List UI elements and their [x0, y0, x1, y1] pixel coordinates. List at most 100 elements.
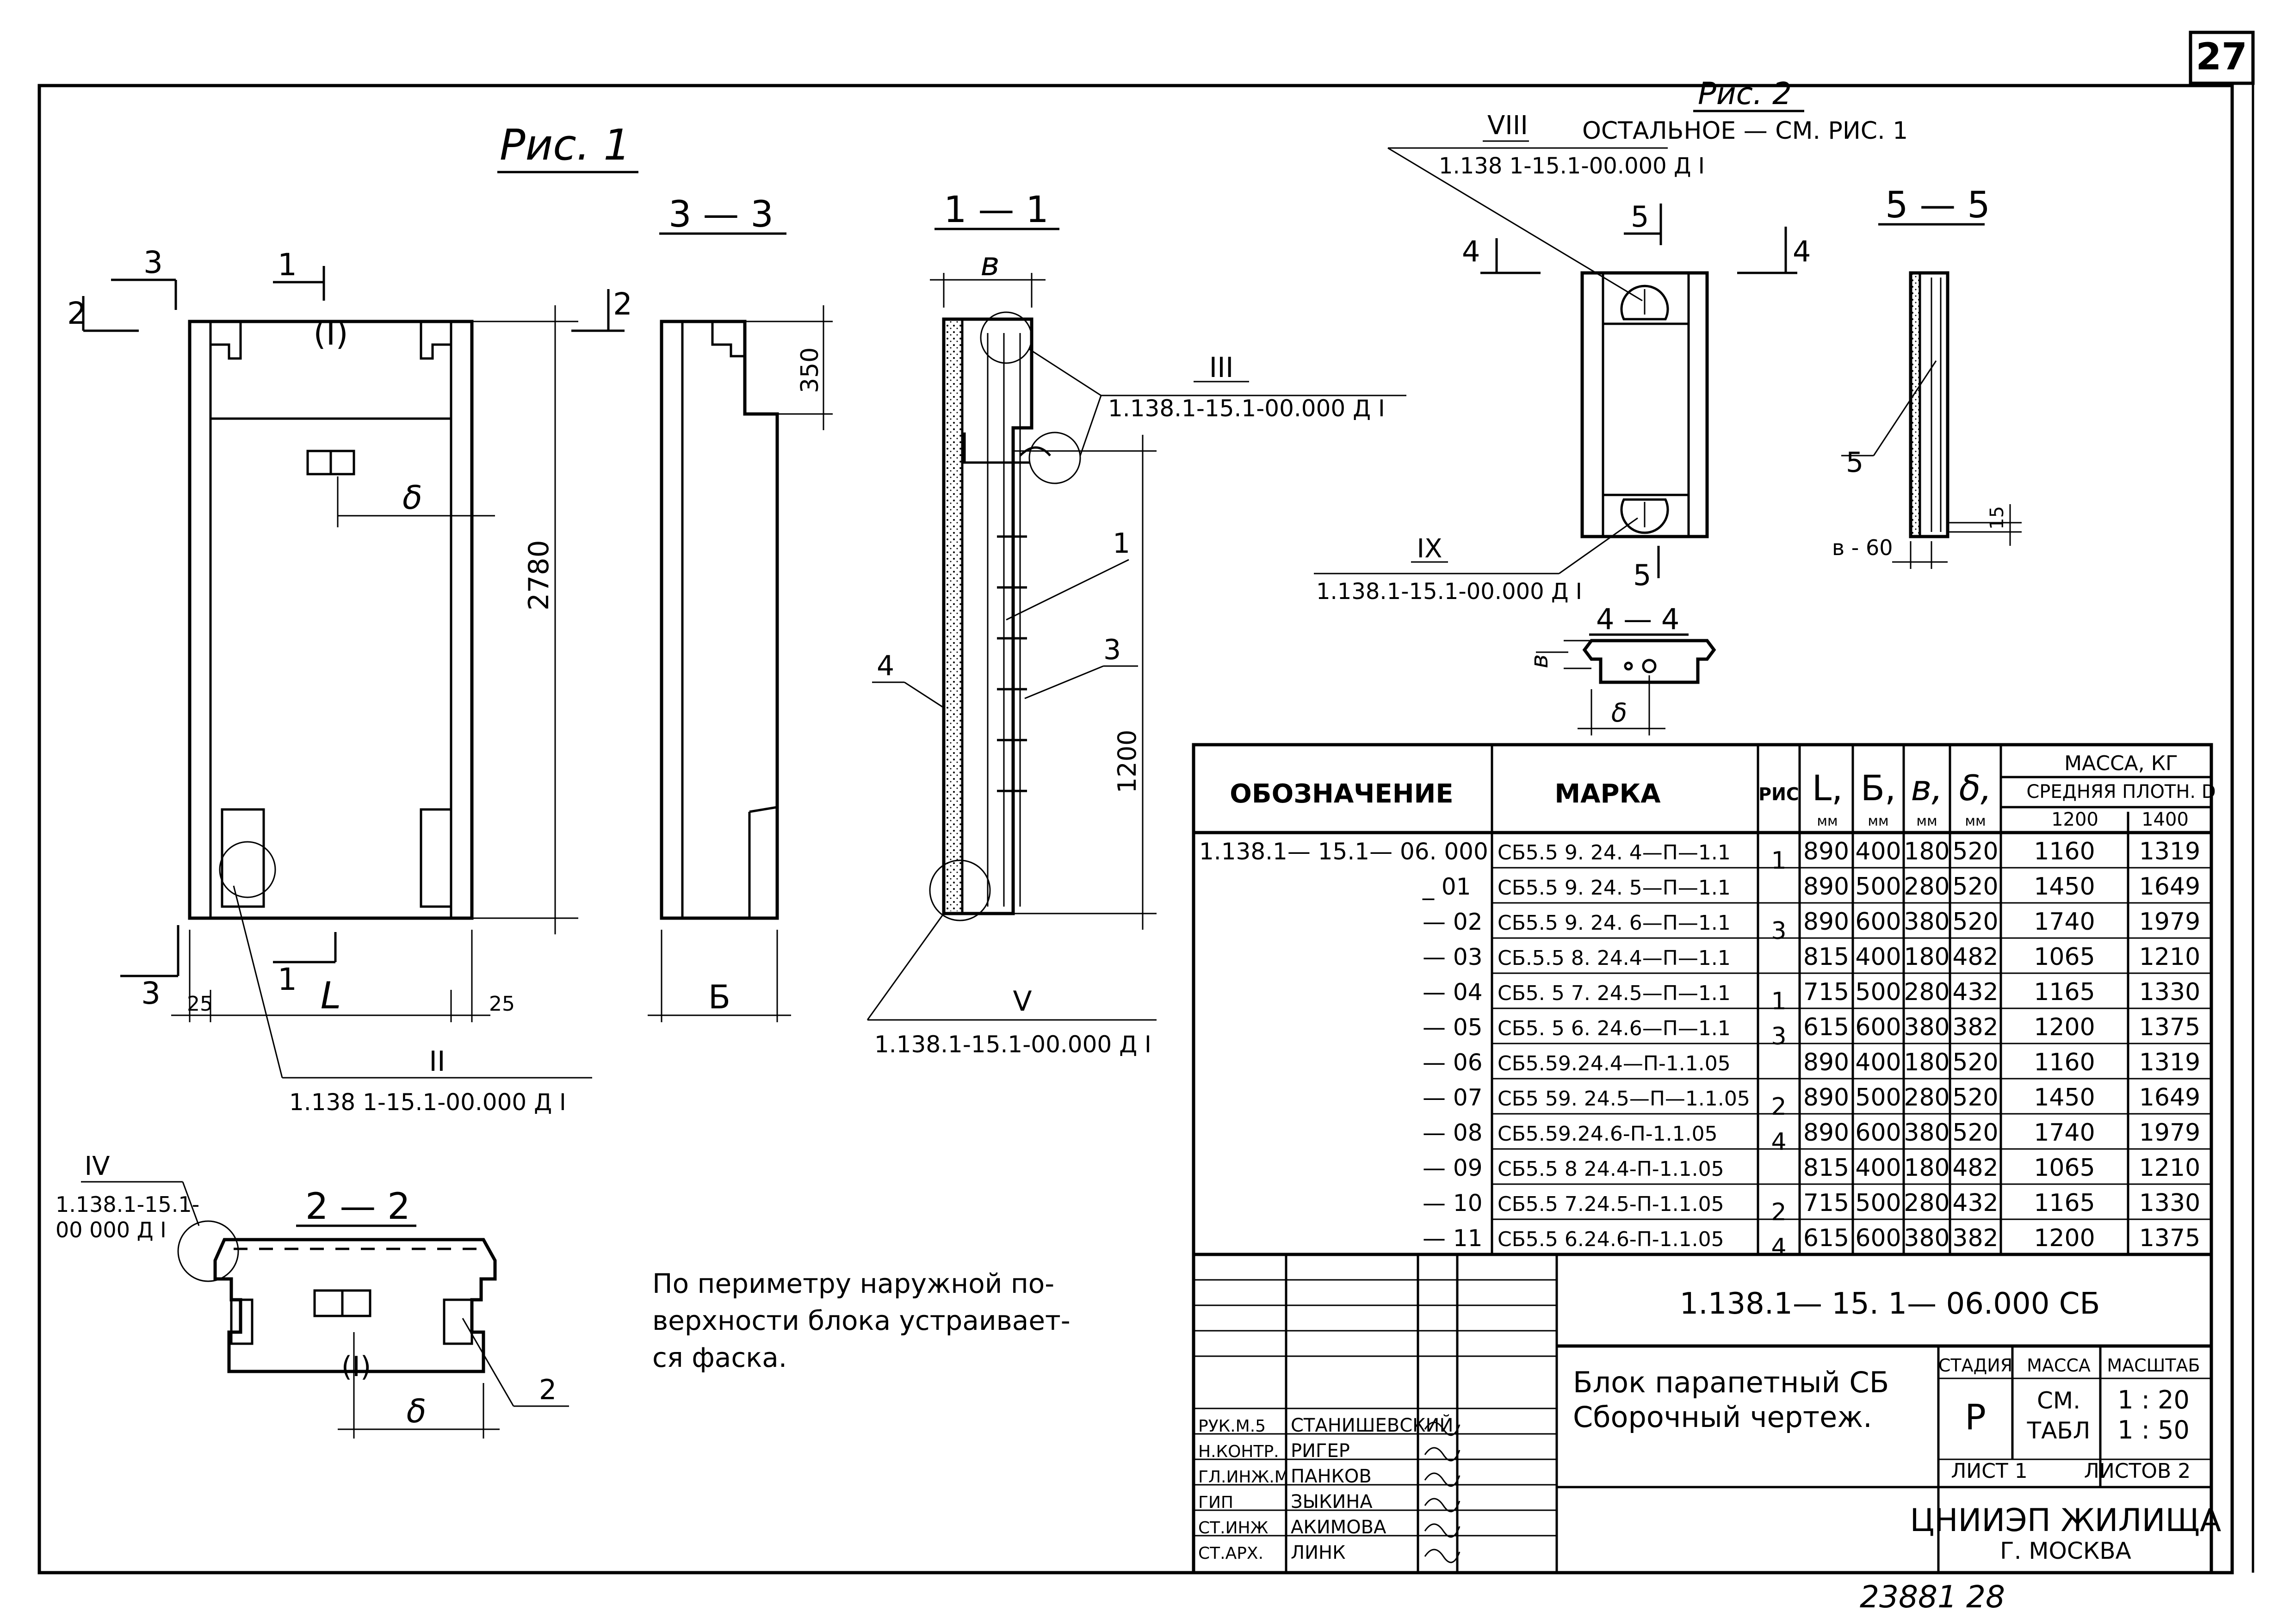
table-cell-b: 380: [1904, 1119, 1949, 1147]
table-cell-L: 615: [1803, 1224, 1849, 1252]
table-cell-mark: СБ5. 5 6. 24.6—П—1.1: [1498, 1017, 1731, 1040]
th-mass: МАССА, КГ: [2064, 752, 2178, 775]
signature-scribble: [1424, 1447, 1461, 1462]
table-grid: [1192, 743, 2213, 1256]
table-cell-designation: — 11: [1423, 1225, 1483, 1252]
table-cell-m1400: 1649: [2139, 1084, 2200, 1111]
callout-V-ref: 1.138.1-15.1-00.000 Д I: [874, 1031, 1151, 1058]
section-44-title: 4 — 4: [1596, 602, 1679, 636]
table-cell-B: 600: [1855, 908, 1901, 936]
sheet-number: 27: [2196, 35, 2247, 78]
th-designation: ОБОЗНАЧЕНИЕ: [1230, 779, 1453, 809]
table-cell-m1200: 1200: [2034, 1224, 2095, 1252]
sheets-label: ЛИСТОВ 2: [2084, 1459, 2191, 1483]
table-cell-m1400: 1649: [2139, 873, 2200, 901]
th-unit-B: мм: [1868, 813, 1888, 829]
cut-5-top: 5: [1631, 200, 1649, 234]
table-cell-b: 180: [1904, 1049, 1949, 1076]
table-cell-designation: — 04: [1423, 979, 1483, 1006]
table-cell-designation: — 10: [1423, 1190, 1483, 1216]
dim-delta-22: δ: [407, 1392, 427, 1430]
signature-role: РУК.М.5: [1198, 1417, 1266, 1436]
table-cell-m1400: 1979: [2139, 1119, 2200, 1147]
table-cell-m1200: 1450: [2034, 1084, 2095, 1111]
cut-4-right: 4: [1793, 235, 1811, 268]
mass-label: МАССА: [2027, 1355, 2091, 1376]
callout-IV-ref1: 1.138.1-15.1-: [56, 1192, 199, 1217]
table-cell-m1200: 1065: [2034, 943, 2095, 971]
table-cell-designation: 1.138.1— 15.1— 06. 000: [1199, 838, 1488, 865]
table-cell-B: 600: [1855, 1119, 1901, 1147]
cut-2-right: 2: [613, 286, 632, 322]
table-cell-delta: 482: [1952, 1154, 1998, 1182]
fig2-note: ОСТАЛЬНОЕ — СМ. РИС. 1: [1582, 117, 1908, 145]
table-cell-b: 380: [1904, 1013, 1949, 1041]
table-cell-m1200: 1450: [2034, 873, 2095, 901]
signature-name: ЗЫКИНА: [1291, 1491, 1373, 1513]
signature-scribble: [1424, 1523, 1461, 1538]
stage-value: Р: [1965, 1396, 1986, 1438]
th-delta: δ,: [1959, 767, 1992, 809]
table-cell-delta: 382: [1952, 1013, 1998, 1041]
section-3-3: 3 — 3 350 Б: [648, 194, 833, 1022]
table-cell-delta: 520: [1952, 1084, 1998, 1111]
spec-table: ОБОЗНАЧЕНИЕ МАРКА РИС L, Б, в, δ, мм мм …: [1192, 743, 2216, 1261]
signature-scribble: [1424, 1472, 1461, 1487]
table-cell-B: 600: [1855, 1224, 1901, 1252]
th-B: Б,: [1861, 767, 1896, 809]
callout-III-mark: III: [1209, 352, 1233, 384]
table-cell-mark: СБ5. 5 7. 24.5—П—1.1: [1498, 982, 1731, 1005]
cut-2-left: 2: [67, 296, 87, 331]
th-unit-L: мм: [1817, 813, 1838, 829]
detail-mark-top: (I): [313, 315, 348, 352]
th-unit-delta: мм: [1965, 813, 1986, 829]
dim-b-11: в: [980, 245, 999, 283]
table-cell-m1400: 1330: [2139, 978, 2200, 1006]
table-cell-B: 400: [1855, 838, 1901, 865]
table-cell-L: 815: [1803, 1154, 1849, 1182]
scale-value-1: 1 : 20: [2117, 1385, 2190, 1414]
title-block-grid: [1192, 1253, 2213, 1575]
table-cell-mark: СБ5.5 8 24.4-П-1.1.05: [1498, 1157, 1724, 1181]
table-cell-m1200: 1200: [2034, 1013, 2095, 1041]
leader-5: 5: [1846, 446, 1863, 479]
table-cell-L: 890: [1803, 908, 1849, 936]
callout-II-ref: 1.138 1-15.1-00.000 Д I: [289, 1089, 566, 1116]
table-cell-B: 400: [1855, 1049, 1901, 1076]
table-cell-mark: СБ5 59. 24.5—П—1.1.05: [1498, 1087, 1750, 1111]
org-name: ЦНИИЭП ЖИЛИЩА: [1910, 1502, 2222, 1539]
fig1: Рис. 1 (I) 2780 δ: [67, 120, 638, 1116]
dim-2780: 2780: [523, 540, 555, 611]
table-cell-designation: _ 01: [1422, 873, 1471, 900]
table-cell-designation: — 08: [1423, 1119, 1483, 1146]
fig2-note-mark: VIII: [1487, 111, 1528, 141]
th-density: СРЕДНЯЯ ПЛОТН. D: [2026, 781, 2216, 803]
table-cell-m1200: 1160: [2034, 1049, 2095, 1076]
table-cell-fig: 4: [1771, 1234, 1786, 1261]
signature-name: АКИМОВА: [1291, 1517, 1386, 1538]
table-cell-L: 715: [1803, 1189, 1849, 1217]
fig1-title: Рис. 1: [500, 120, 631, 170]
signature-scribble: [1424, 1421, 1461, 1436]
dim-B: Б: [708, 978, 730, 1016]
signature-role: Н.КОНТР.: [1198, 1442, 1279, 1461]
callout-II-mark: II: [429, 1045, 445, 1078]
leader-2: 2: [539, 1374, 557, 1406]
fig1-cuts: 3 2 1 2 3 1: [67, 245, 632, 1011]
table-cell-b: 280: [1904, 978, 1949, 1006]
table-cell-delta: 432: [1952, 978, 1998, 1006]
dim-L: L: [321, 974, 341, 1017]
leader-1: 1: [1113, 527, 1130, 560]
table-cell-L: 615: [1803, 1013, 1849, 1041]
table-cell-designation: — 07: [1423, 1084, 1483, 1111]
table-cell-m1400: 1375: [2139, 1013, 2200, 1041]
table-cell-L: 890: [1803, 838, 1849, 865]
sheet-frame: 27: [37, 31, 2255, 1575]
table-cell-m1200: 1160: [2034, 838, 2095, 865]
table-cell-b: 180: [1904, 943, 1949, 971]
callout-V-mark: V: [1013, 985, 1032, 1018]
doc-code: 1.138.1— 15. 1— 06.000 СБ: [1680, 1287, 2100, 1321]
dim-25-right: 25: [489, 992, 515, 1016]
leader-4: 4: [877, 650, 894, 682]
